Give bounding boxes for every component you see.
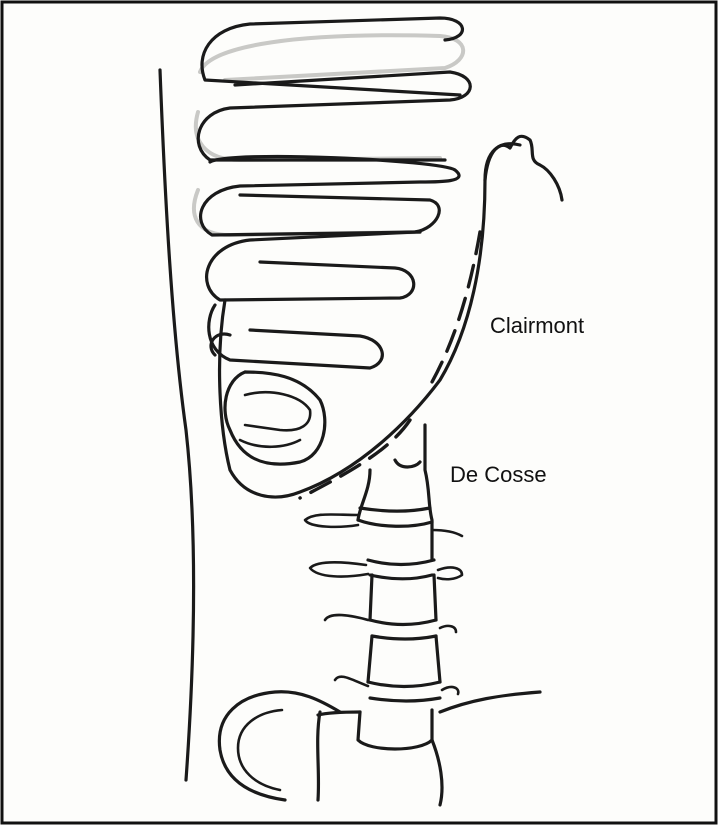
iliac-crest-right: [440, 692, 540, 712]
sacrum-outline: [358, 710, 432, 749]
rib-4: [207, 195, 440, 300]
rib-cage: [194, 18, 520, 497]
scapula-edge: [485, 136, 562, 200]
iliac-crest-left-inner: [238, 710, 282, 790]
vertebra-3: [370, 620, 436, 639]
sacrum-left: [318, 712, 320, 800]
sacrum-right: [432, 740, 442, 805]
clairmont-incision-line: [432, 232, 480, 382]
vertebra-4: [368, 682, 440, 701]
rib-9: [240, 440, 300, 447]
vertebra-1: [358, 508, 432, 526]
vertebral-column: [305, 425, 462, 701]
clairmont-label: Clairmont: [490, 313, 584, 339]
flank-outline: [160, 70, 194, 780]
decosse-label: De Cosse: [450, 462, 547, 488]
rib-8: [245, 392, 310, 430]
vertebra-2: [368, 560, 434, 579]
rib-2: [198, 72, 470, 160]
rib-5: [209, 305, 383, 368]
pelvis: [219, 692, 540, 805]
